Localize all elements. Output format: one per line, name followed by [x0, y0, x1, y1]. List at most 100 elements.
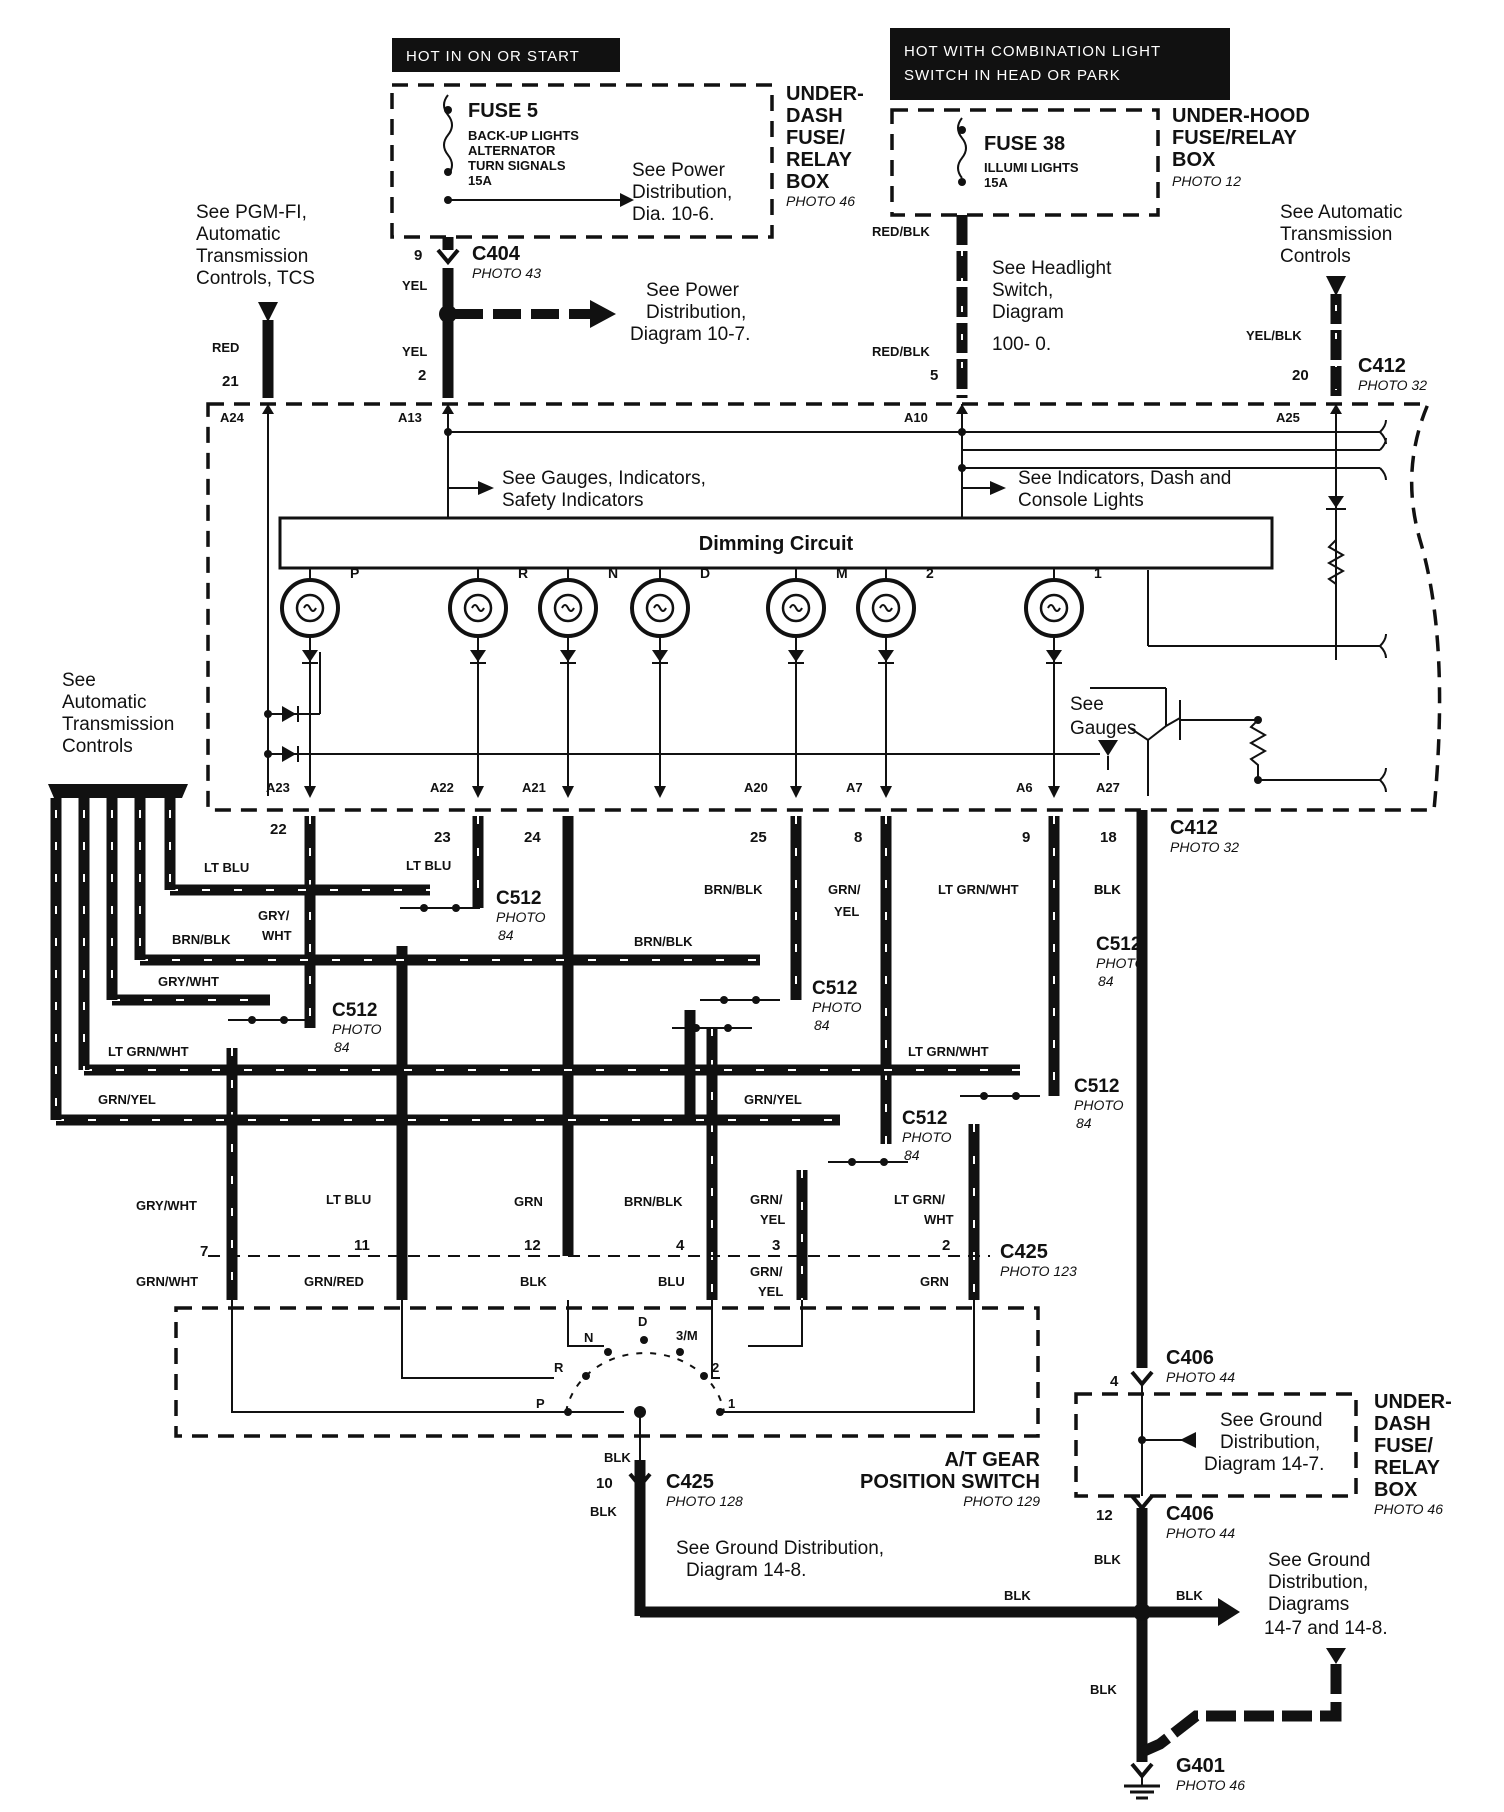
svg-text:11: 11	[354, 1237, 370, 1254]
svg-text:See PGM-FI,: See PGM-FI,	[196, 202, 307, 223]
underdash-fuse-box: FUSE 5 BACK-UP LIGHTS ALTERNATOR TURN SI…	[390, 83, 774, 239]
svg-text:9: 9	[414, 247, 422, 264]
svg-text:See Power: See Power	[632, 160, 726, 181]
lamp-label: N	[608, 565, 618, 581]
switch-position: D	[638, 1314, 647, 1329]
svg-text:GRN/: GRN/	[750, 1264, 783, 1279]
svg-text:BRN/BLK: BRN/BLK	[624, 1194, 683, 1209]
svg-text:12: 12	[524, 1237, 541, 1254]
svg-text:WHT: WHT	[262, 928, 292, 943]
svg-text:ALTERNATOR: ALTERNATOR	[468, 143, 556, 158]
connector-c412-top: C412	[1358, 355, 1406, 377]
c512-photo: PHOTO	[902, 1129, 952, 1145]
svg-text:18: 18	[1100, 829, 1117, 846]
svg-text:BOX: BOX	[786, 171, 830, 193]
connector-c512: C512	[496, 888, 541, 909]
svg-text:YEL: YEL	[834, 904, 859, 919]
svg-text:SWITCH IN HEAD OR PARK: SWITCH IN HEAD OR PARK	[904, 67, 1121, 84]
svg-text:A7: A7	[846, 780, 863, 795]
lamp-label: R	[518, 565, 528, 581]
svg-text:PHOTO 44: PHOTO 44	[1166, 1369, 1235, 1385]
svg-text:7: 7	[200, 1243, 208, 1260]
svg-text:See Indicators, Dash and: See Indicators, Dash and	[1018, 468, 1231, 489]
svg-text:YEL: YEL	[758, 1284, 783, 1299]
svg-text:GRN: GRN	[514, 1194, 543, 1209]
connector-c404: C404	[472, 243, 521, 265]
svg-text:UNDER-: UNDER-	[1374, 1391, 1452, 1413]
c512-photo-num: 84	[1098, 973, 1114, 989]
p-diodes	[264, 652, 1100, 762]
svg-text:TURN SIGNALS: TURN SIGNALS	[468, 158, 566, 173]
svg-text:PHOTO 43: PHOTO 43	[472, 265, 541, 281]
connector-c512: C512	[332, 1000, 377, 1021]
svg-text:BLK: BLK	[1004, 1588, 1031, 1603]
svg-text:22: 22	[270, 821, 287, 838]
svg-text:A/T GEAR: A/T GEAR	[944, 1449, 1040, 1471]
svg-text:Switch,: Switch,	[992, 280, 1053, 301]
svg-text:5: 5	[930, 367, 938, 384]
svg-text:9: 9	[1022, 829, 1030, 846]
switch-position: 3/M	[676, 1328, 698, 1343]
c512-connector-labels: C512PHOTO84C512PHOTO84C512PHOTO84C512PHO…	[332, 888, 1146, 1163]
top-wires	[258, 215, 1346, 398]
svg-text:PHOTO 32: PHOTO 32	[1170, 839, 1239, 855]
top-wire-colors: RED YEL YEL RED/BLK RED/BLK YEL/BLK	[212, 224, 1302, 359]
svg-text:POSITION SWITCH: POSITION SWITCH	[860, 1471, 1040, 1493]
lower-harness	[56, 816, 1060, 1300]
svg-text:LT GRN/WHT: LT GRN/WHT	[108, 1044, 189, 1059]
svg-text:RED/BLK: RED/BLK	[872, 344, 930, 359]
c512-photo: PHOTO	[1096, 955, 1146, 971]
svg-text:BLK: BLK	[1090, 1682, 1117, 1697]
svg-text:PHOTO 123: PHOTO 123	[1000, 1263, 1077, 1279]
svg-text:Console Lights: Console Lights	[1018, 490, 1144, 511]
svg-text:BLK: BLK	[604, 1450, 631, 1465]
svg-text:4: 4	[676, 1237, 685, 1254]
fuse-5-label: FUSE 5	[468, 100, 538, 122]
c425-connector: 7 11 12 4 3 2 C425 PHOTO 123 GRN/WHT GRN…	[136, 1237, 1077, 1299]
svg-text:23: 23	[434, 829, 451, 846]
svg-text:FUSE/: FUSE/	[1374, 1435, 1433, 1457]
svg-text:GRN/: GRN/	[750, 1192, 783, 1207]
connector-c512: C512	[1074, 1076, 1119, 1097]
svg-text:14-7 and 14-8.: 14-7 and 14-8.	[1264, 1618, 1388, 1639]
svg-text:WHT: WHT	[924, 1212, 954, 1227]
svg-text:Controls, TCS: Controls, TCS	[196, 268, 315, 289]
underhood-fuse-box: FUSE 38 ILLUMI LIGHTS 15A	[890, 108, 1160, 217]
top-notes: See PGM-FI, Automatic Transmission Contr…	[196, 202, 1403, 355]
svg-text:Diagram 14-7.: Diagram 14-7.	[1204, 1454, 1324, 1475]
svg-text:Diagram: Diagram	[992, 302, 1064, 323]
gauge-pin-labels: A24 A13 A10 A25 A23 A22 A21 A20 A7 A6 A2…	[220, 410, 1300, 795]
svg-text:A13: A13	[398, 410, 422, 425]
svg-text:15A: 15A	[984, 175, 1008, 190]
svg-text:15A: 15A	[468, 173, 492, 188]
svg-text:YEL: YEL	[402, 344, 427, 359]
connector-c406-top: C406	[1166, 1347, 1214, 1369]
svg-text:24: 24	[524, 829, 541, 846]
top-connectors: 9 C404 PHOTO 43 21 2 5 20 C412 PHOTO 32	[222, 243, 1427, 393]
svg-text:BRN/BLK: BRN/BLK	[172, 932, 231, 947]
svg-text:A24: A24	[220, 410, 245, 425]
svg-text:Controls: Controls	[62, 736, 133, 757]
dimming-circuit: Dimming Circuit	[278, 516, 1274, 570]
svg-text:GRN/YEL: GRN/YEL	[98, 1092, 156, 1107]
c512-photo-num: 84	[334, 1039, 350, 1055]
svg-text:PHOTO 46: PHOTO 46	[786, 193, 855, 209]
header-hot-in-on-or-start: HOT IN ON OR START	[392, 38, 620, 72]
svg-text:Controls: Controls	[1280, 246, 1351, 267]
svg-text:BLK: BLK	[1094, 882, 1121, 897]
svg-text:RED: RED	[212, 340, 239, 355]
svg-text:A27: A27	[1096, 780, 1120, 795]
svg-text:HOT WITH COMBINATION LIGHT: HOT WITH COMBINATION LIGHT	[904, 43, 1161, 60]
svg-text:Automatic: Automatic	[62, 692, 146, 713]
svg-text:LT BLU: LT BLU	[204, 860, 249, 875]
c512-photo: PHOTO	[1074, 1097, 1124, 1113]
gauge-internal-wiring	[262, 404, 1387, 796]
svg-text:LT GRN/WHT: LT GRN/WHT	[908, 1044, 989, 1059]
svg-text:A23: A23	[266, 780, 290, 795]
svg-text:HOT IN ON OR START: HOT IN ON OR START	[406, 48, 580, 65]
svg-text:FUSE/: FUSE/	[786, 127, 845, 149]
connector-c406-bottom: C406	[1166, 1503, 1214, 1525]
